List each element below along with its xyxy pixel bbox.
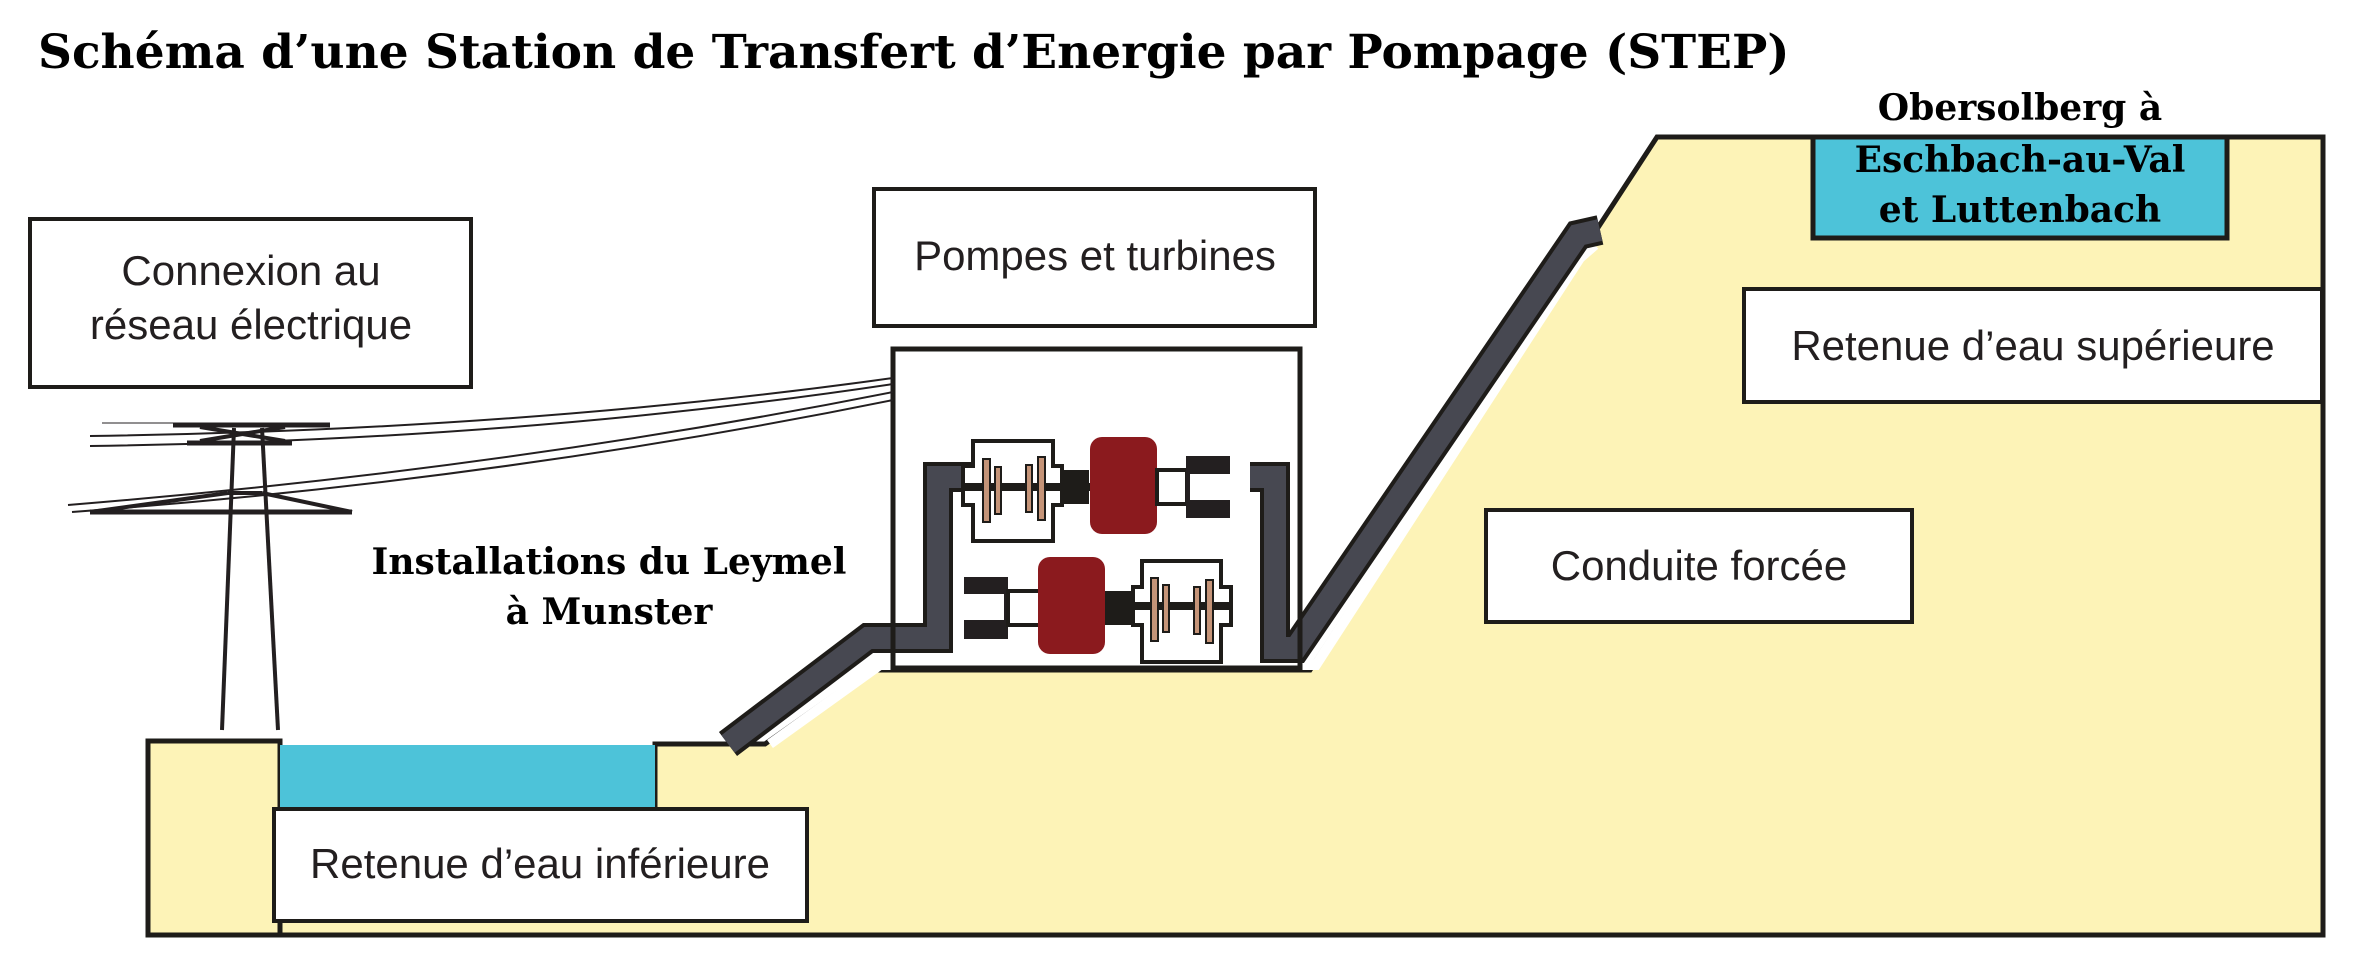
grid-connection-label-box: Connexion au réseau électrique xyxy=(28,217,473,389)
upper-site-label-line2: Eschbach-au-Val xyxy=(1855,139,2186,181)
installations-label-line1: Installations du Leymel xyxy=(372,541,847,583)
upper-site-label-line1: Obersolberg à xyxy=(1878,87,2162,129)
diagram-title: Schéma d’une Station de Transfert d’Ener… xyxy=(38,25,1790,80)
penstock-pipe xyxy=(718,215,1604,756)
installations-label-line2: à Munster xyxy=(506,591,714,633)
grid-connection-label-line1: Connexion au xyxy=(121,247,380,294)
pylon-icon xyxy=(89,422,353,731)
lower-reservoir-label: Retenue d’eau inférieure xyxy=(310,840,770,887)
generator-icon xyxy=(1090,437,1157,534)
turbine-icon xyxy=(1131,559,1233,664)
pumps-turbines-label: Pompes et turbines xyxy=(914,232,1276,279)
generator-icon xyxy=(1038,557,1105,654)
power-lines xyxy=(67,377,894,513)
turbine-icon xyxy=(961,439,1064,543)
upper-reservoir-water xyxy=(1810,134,2230,241)
spring-coupling-icon xyxy=(1186,456,1230,518)
left-bank xyxy=(145,738,283,938)
installations-label: Installations du Leymel à Munster xyxy=(372,541,847,633)
upper-site-label: Obersolberg à Eschbach-au-Val et Luttenb… xyxy=(1855,87,2186,231)
pumps-turbines-label-box: Pompes et turbines xyxy=(872,187,1317,328)
machine-group-lower xyxy=(964,557,1233,664)
penstock-label-box: Conduite forcée xyxy=(1484,508,1914,624)
grid-connection-label-line2: réseau électrique xyxy=(90,301,412,348)
machine-group-upper xyxy=(961,437,1230,543)
upper-site-label-line3: et Luttenbach xyxy=(1879,189,2161,231)
lower-reservoir-water xyxy=(280,745,655,808)
upper-reservoir-label-box: Retenue d’eau supérieure xyxy=(1742,287,2324,404)
powerhouse-building xyxy=(890,346,1303,671)
penstock-label: Conduite forcée xyxy=(1551,542,1848,589)
spring-coupling-icon xyxy=(964,577,1008,639)
lower-reservoir-label-box: Retenue d’eau inférieure xyxy=(272,807,809,923)
upper-reservoir-label: Retenue d’eau supérieure xyxy=(1791,322,2274,369)
